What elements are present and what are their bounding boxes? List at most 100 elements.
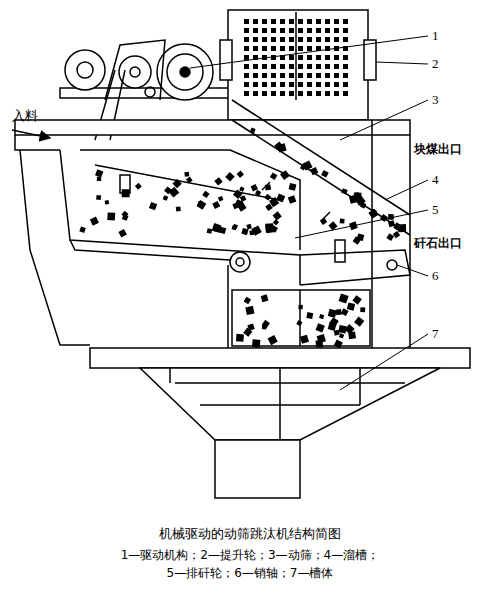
material-piece [354,317,364,327]
material-piece [276,194,285,203]
material-piece [218,196,224,202]
material-piece [289,183,297,191]
material-piece [339,293,349,303]
material-piece [212,223,222,233]
material-piece [380,214,388,222]
caption: 机械驱动的动筛跳汰机结构简图 [159,526,341,542]
material-piece [105,200,110,205]
material-piece [250,128,256,134]
material-piece [118,229,127,238]
callout-number: 7 [432,326,439,342]
material-piece [197,200,207,210]
material-piece [241,228,248,235]
material-piece [96,195,101,200]
material-piece [79,226,86,233]
material-piece [262,320,270,328]
material-piece [239,186,244,191]
callout-number: 6 [432,268,439,284]
outlet-label: 矸石出口 [414,236,462,250]
material-piece [245,306,254,315]
material-piece [368,209,378,219]
material-piece [261,294,269,302]
material-piece [264,194,271,201]
material-piece [122,189,130,197]
callout-number: 3 [432,92,439,108]
material-piece [232,224,238,230]
material-piece [135,183,142,190]
callout-number: 4 [432,172,439,188]
material-piece [107,212,115,220]
material-piece [341,188,347,194]
material-piece [386,233,394,241]
material-piece [320,218,327,225]
material-piece [328,309,337,318]
material-piece [270,172,277,179]
material-piece [202,191,209,198]
material-piece [393,231,400,238]
material-piece [255,190,261,196]
material-piece [232,225,237,230]
material-piece [355,198,360,203]
callout-number: 5 [432,202,439,218]
material-piece [357,233,365,241]
material-piece [163,195,168,200]
material-piece [298,305,303,310]
material-piece [265,204,273,212]
material-piece [121,211,128,218]
material-piece [280,170,290,180]
material-piece [212,201,220,209]
material-piece [341,308,349,316]
callout-number: 2 [432,56,439,72]
material-piece [360,307,365,312]
feed-label: 入料 [12,108,38,124]
material-piece [97,177,101,181]
material-piece [207,228,213,234]
material-piece [90,217,99,226]
outlet-label: 块煤出口 [414,142,462,156]
material-piece [149,202,157,210]
material-piece [184,172,189,177]
material-piece [186,177,193,184]
material-piece [164,186,172,194]
material-piece [243,328,252,337]
parts-list: 5—排矸轮；6—销轴；7—槽体 [167,566,334,580]
material-piece [321,170,329,178]
material-piece [344,324,354,334]
material-piece [334,339,343,348]
material-piece [347,302,355,310]
material-piece [244,297,251,304]
material-piece [306,312,313,319]
material-piece [288,195,297,204]
material-piece [310,167,318,175]
material-piece [214,177,222,185]
material-piece [236,334,244,342]
material-piece [233,189,243,199]
material-piece [371,209,377,215]
material-piece [340,219,345,224]
material-piece [317,334,326,343]
material-piece [273,219,279,225]
material-piece [176,206,181,211]
material-piece [388,220,395,227]
callout-number: 1 [432,28,439,44]
material-piece [265,184,271,190]
material-piece [316,323,325,332]
material-piece [339,333,344,338]
material-piece [168,187,179,198]
material-piece [252,339,260,347]
material-piece [240,195,247,202]
material-piece [237,171,244,178]
material-piece [300,335,309,344]
material-piece [273,211,282,220]
material-piece [95,169,103,177]
material-piece [334,330,340,336]
leader-lines [190,36,428,390]
material-piece [246,224,252,230]
material-piece [328,322,337,331]
material-piece [296,320,302,326]
material-piece [398,224,406,232]
material-piece [225,172,235,182]
parts-list: 1—驱动机构；2—提升轮；3—动筛；4—溜槽； [121,548,380,562]
